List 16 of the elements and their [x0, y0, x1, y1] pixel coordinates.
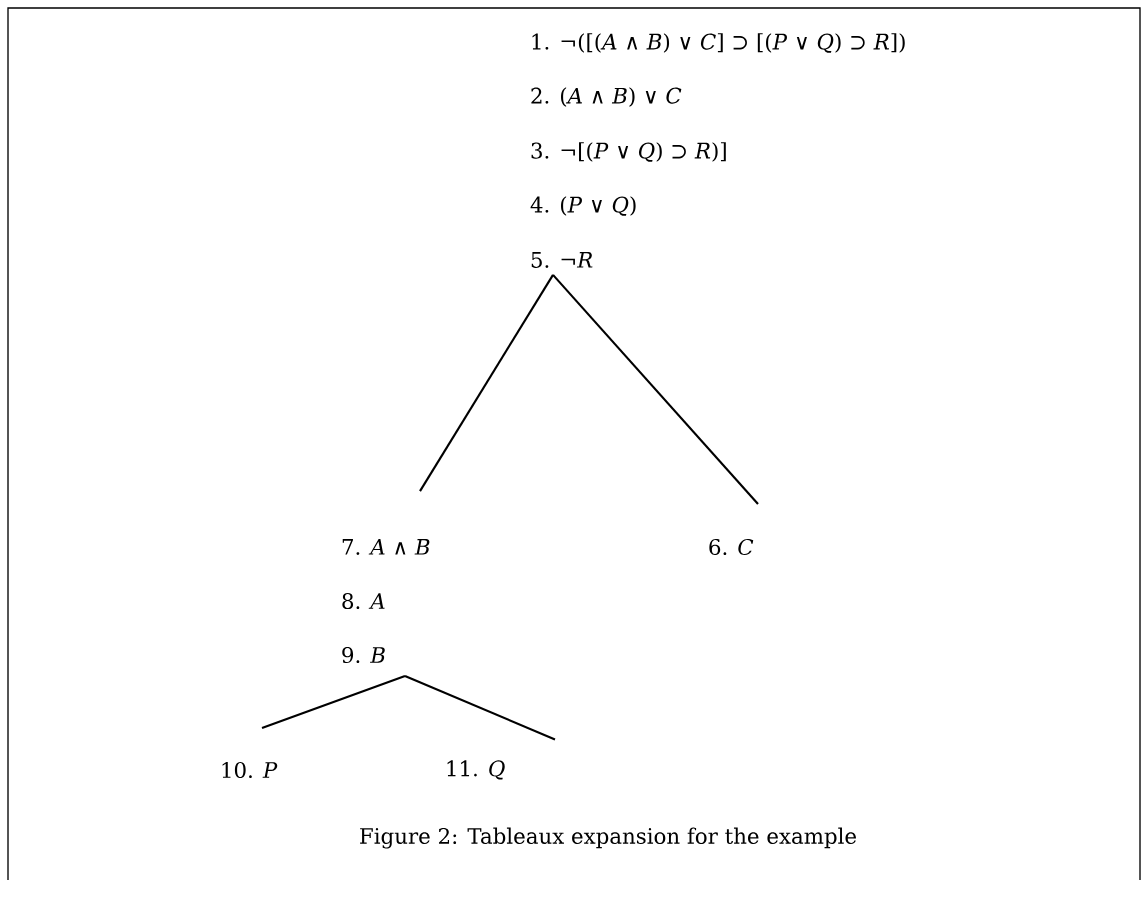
formula-entry: 8. A [342, 592, 385, 610]
formula-entry: 6. C [709, 538, 754, 556]
figure-caption: Figure 2: Tableaux expansion for the example [360, 827, 856, 849]
formula-entry: 5. ¬R [531, 252, 593, 268]
formula-entry: 11. Q [447, 760, 505, 780]
tree-branch [261, 675, 406, 729]
tree-branch [552, 274, 759, 505]
formula-entry: 7. A ∧ B [342, 539, 430, 555]
formula-entry: 9. B [342, 646, 385, 664]
formula-entry: 10. P [222, 761, 278, 779]
formula-entry: 3. ¬[(P ∨ Q) ⊃ R)] [531, 142, 726, 162]
formula-entry: 1. ¬([(A ∧ B) ∨ C] ⊃ [(P ∨ Q) ⊃ R]) [532, 33, 905, 53]
tree-branch [404, 675, 556, 741]
formula-entry: 2. (A ∧ B) ∨ C [531, 87, 682, 107]
formula-entry: 4. (P ∨ Q) [530, 196, 636, 216]
tree-branch [419, 274, 554, 492]
